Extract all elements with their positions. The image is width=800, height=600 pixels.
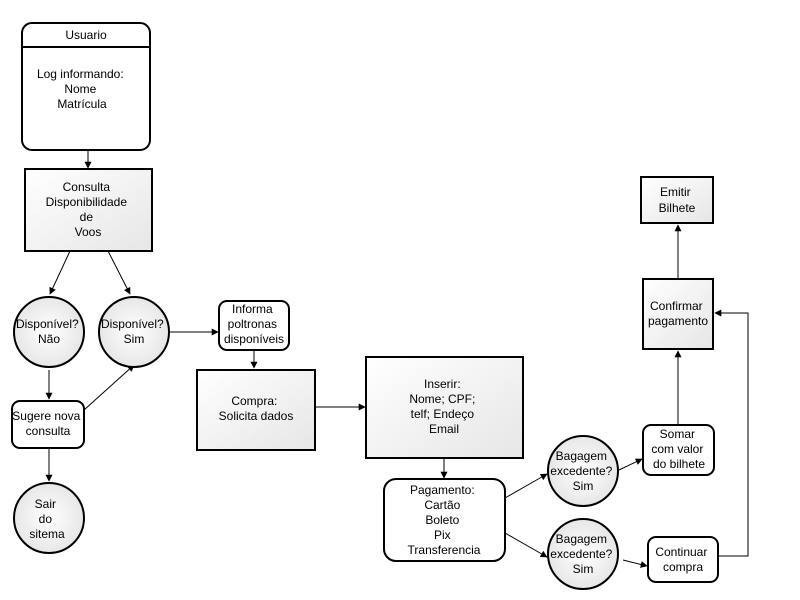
- sair-text: Sair do sitema: [29, 497, 65, 541]
- node-sugere-nova-consulta[interactable]: Sugere nova consulta: [11, 400, 85, 449]
- emitir-text: Emitir Bilhete: [659, 185, 696, 215]
- node-somar[interactable]: Somar com valor do bilhete: [642, 424, 715, 476]
- node-emitir[interactable]: Emitir Bilhete: [640, 176, 714, 224]
- disponivel-sim-text: Disponível? Sim: [101, 317, 167, 346]
- consulta-text: Consulta Disponibilidade de Voos: [46, 180, 131, 239]
- edge-pagamento-bagagem1: [504, 473, 548, 499]
- node-compra[interactable]: Compra: Solicita dados: [196, 369, 316, 451]
- confirmar-text: Confirmar pagamento: [648, 299, 708, 328]
- node-disponivel-sim[interactable]: Disponível? Sim: [98, 296, 170, 368]
- node-informa-poltronas[interactable]: Informa poltronas disponíveis: [218, 300, 290, 351]
- node-continuar[interactable]: Continuar compra: [647, 536, 719, 583]
- edge-continuar-confirmar: [714, 309, 749, 557]
- inserir-text: Inserir: Nome; CPF; telf; Endeço Email: [409, 377, 478, 436]
- node-inserir[interactable]: Inserir: Nome; CPF; telf; Endeço Email: [365, 356, 524, 459]
- connectors: [45, 150, 749, 568]
- compra-text: Compra: Solicita dados: [219, 394, 294, 423]
- sugere-text: Sugere nova consulta: [12, 409, 83, 438]
- edge-consulta-sim: [107, 250, 131, 295]
- edge-bagagem1-somar: [618, 458, 643, 471]
- edge-pagamento-bagagem2: [504, 532, 548, 558]
- bagagem-2-text: Bagagem excedente? Sim: [550, 532, 615, 576]
- edge-sugere-sim: [83, 364, 135, 411]
- edge-bagagem2-continuar: [622, 559, 648, 568]
- node-bagagem-2[interactable]: Bagagem excedente? Sim: [547, 518, 619, 590]
- node-bagagem-1[interactable]: Bagagem excedente? Sim: [547, 435, 619, 507]
- usuario-text: Log informando: Nome Matrícula: [37, 67, 127, 111]
- informa-text: Informa poltronas disponíveis: [224, 302, 284, 346]
- disponivel-nao-text: Disponível? Não: [16, 317, 82, 346]
- continuar-text: Continuar compra: [655, 545, 710, 574]
- pagamento-text: Pagamento: Cartão Boleto Pix Transferenc…: [408, 483, 481, 557]
- edge-consulta-nao: [49, 250, 71, 295]
- bagagem-1-text: Bagagem excedente? Sim: [550, 449, 615, 493]
- node-consulta[interactable]: Consulta Disponibilidade de Voos: [24, 168, 153, 252]
- node-pagamento[interactable]: Pagamento: Cartão Boleto Pix Transferenc…: [383, 478, 506, 562]
- node-sair[interactable]: Sair do sitema: [13, 482, 85, 554]
- usuario-header: Usuario: [65, 28, 107, 42]
- somar-text: Somar com valor do bilhete: [651, 427, 706, 471]
- node-confirmar[interactable]: Confirmar pagamento: [642, 278, 714, 350]
- node-usuario[interactable]: Usuario Log informando: Nome Matrícula: [21, 22, 151, 151]
- node-disponivel-nao[interactable]: Disponível? Não: [13, 296, 85, 368]
